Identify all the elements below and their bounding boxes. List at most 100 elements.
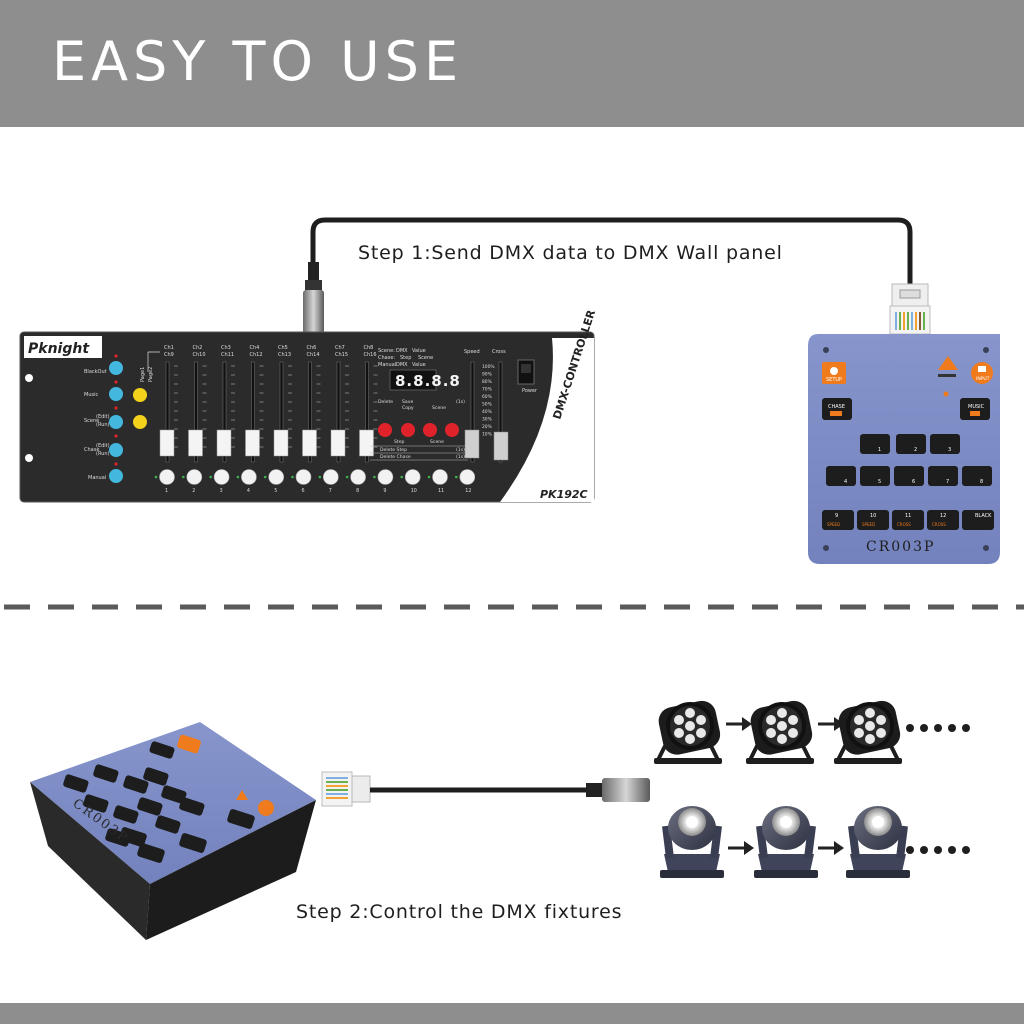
controller-brand: Pknight <box>28 341 90 357</box>
channel-label: Ch3 <box>221 345 231 351</box>
scene-button[interactable] <box>930 434 960 454</box>
svg-text:Delete: Delete <box>378 399 393 405</box>
music-button[interactable] <box>960 398 990 420</box>
svg-text:CROSS: CROSS <box>897 522 911 527</box>
save-button[interactable] <box>401 423 415 437</box>
delete-button[interactable] <box>378 423 392 437</box>
svg-text:4: 4 <box>844 479 847 485</box>
scanner-button[interactable] <box>241 469 257 485</box>
cross-fader[interactable] <box>493 431 509 461</box>
svg-text:Delete Step: Delete Step <box>380 447 407 453</box>
scanner-button[interactable] <box>350 469 366 485</box>
function-button[interactable] <box>892 510 924 530</box>
svg-text:9: 9 <box>835 513 838 519</box>
channel-label: Ch1 <box>164 345 174 351</box>
fader-track <box>336 361 341 463</box>
svg-text:BlackOut: BlackOut <box>84 369 107 375</box>
scanner-button[interactable] <box>404 469 421 485</box>
scanner-button[interactable] <box>213 469 230 485</box>
svg-text:DMX: DMX <box>396 362 408 368</box>
scene-button[interactable] <box>860 466 890 486</box>
svg-text:(1s): (1s) <box>456 399 465 405</box>
channel-fader[interactable] <box>245 429 260 457</box>
arrow-right-icon <box>724 715 754 733</box>
scanner-number: 3 <box>220 488 223 494</box>
scene-button[interactable] <box>109 415 123 429</box>
svg-text:Scene: Scene <box>430 439 444 445</box>
percent-label: 100% <box>482 364 495 370</box>
chase-button[interactable] <box>109 443 123 457</box>
svg-text:Value: Value <box>412 362 426 368</box>
percent-label: 90% <box>482 372 492 378</box>
scanner-button[interactable] <box>295 469 312 485</box>
scanner-button[interactable] <box>459 469 476 485</box>
chase-button[interactable] <box>822 398 852 420</box>
channel-fader[interactable] <box>159 429 175 457</box>
scanner-button[interactable] <box>159 469 175 485</box>
svg-text:Chase: Chase <box>84 447 99 453</box>
fader-track <box>365 361 369 463</box>
function-button[interactable] <box>962 510 994 530</box>
moving-heads-row <box>660 806 970 878</box>
wall-panel-3d: CR003P <box>30 722 316 940</box>
channel-fader[interactable] <box>273 429 289 457</box>
scanner-number: 2 <box>192 488 195 494</box>
channel-fader[interactable] <box>330 429 346 457</box>
svg-text:8.8.8.8: 8.8.8.8 <box>395 372 461 390</box>
svg-text:10: 10 <box>870 513 876 519</box>
scene-down-button[interactable] <box>423 423 437 437</box>
scanner-number: 11 <box>438 488 444 494</box>
music-button[interactable] <box>109 387 123 401</box>
fader-track <box>308 361 312 463</box>
dmx-controller: PK192C DMX-CONTROLLER Pknight BlackOut M… <box>19 308 598 503</box>
xlr-connector-icon <box>303 262 324 334</box>
channel-fader[interactable] <box>188 429 203 457</box>
function-button[interactable] <box>822 510 854 530</box>
scene-button[interactable] <box>962 466 992 486</box>
percent-label: 50% <box>482 402 492 408</box>
scene-button[interactable] <box>826 466 856 486</box>
svg-text:Copy: Copy <box>402 405 414 411</box>
manual-button[interactable] <box>109 469 123 483</box>
scene-button[interactable] <box>896 434 926 454</box>
channel-label: Ch10 <box>193 352 206 358</box>
function-button[interactable] <box>857 510 889 530</box>
scanner-number: 10 <box>411 488 417 494</box>
svg-text:(Edit): (Edit) <box>96 414 110 420</box>
svg-text:Power: Power <box>522 388 538 394</box>
page1-button[interactable] <box>133 388 147 402</box>
blackout-button[interactable] <box>109 361 123 375</box>
channel-label: Ch13 <box>278 352 291 358</box>
scene-button[interactable] <box>860 434 890 454</box>
svg-text:Page1: Page1 <box>140 367 146 382</box>
channel-label: Ch11 <box>221 352 234 358</box>
par-lights-row <box>652 696 970 766</box>
scene-button[interactable] <box>894 466 924 486</box>
function-button[interactable] <box>927 510 959 530</box>
channel-fader[interactable] <box>216 429 232 457</box>
page2-button[interactable] <box>133 415 147 429</box>
svg-text:(1s): (1s) <box>456 447 465 453</box>
input-button[interactable] <box>971 362 993 384</box>
scene-up-button[interactable] <box>445 423 459 437</box>
scanner-button[interactable] <box>186 469 203 485</box>
svg-text:Manual: Manual <box>88 475 106 481</box>
channel-label: Ch4 <box>250 345 260 351</box>
channel-label: Ch8 <box>364 345 374 351</box>
scanner-button[interactable] <box>268 469 285 485</box>
svg-text:Scene: Scene <box>432 405 446 411</box>
channel-label: Ch14 <box>307 352 320 358</box>
scanner-button[interactable] <box>377 469 394 485</box>
svg-text:6: 6 <box>912 479 915 485</box>
fader-track <box>165 361 170 463</box>
step2-caption: Step 2:Control the DMX fixtures <box>296 901 623 923</box>
channel-fader[interactable] <box>302 429 317 457</box>
svg-text:Scene: Scene <box>84 418 99 424</box>
scene-button[interactable] <box>928 466 958 486</box>
svg-text:3: 3 <box>948 447 951 453</box>
scanner-button[interactable] <box>322 469 339 485</box>
scanner-button[interactable] <box>432 469 448 485</box>
speed-fader[interactable] <box>464 429 480 459</box>
channel-fader[interactable] <box>359 429 374 457</box>
